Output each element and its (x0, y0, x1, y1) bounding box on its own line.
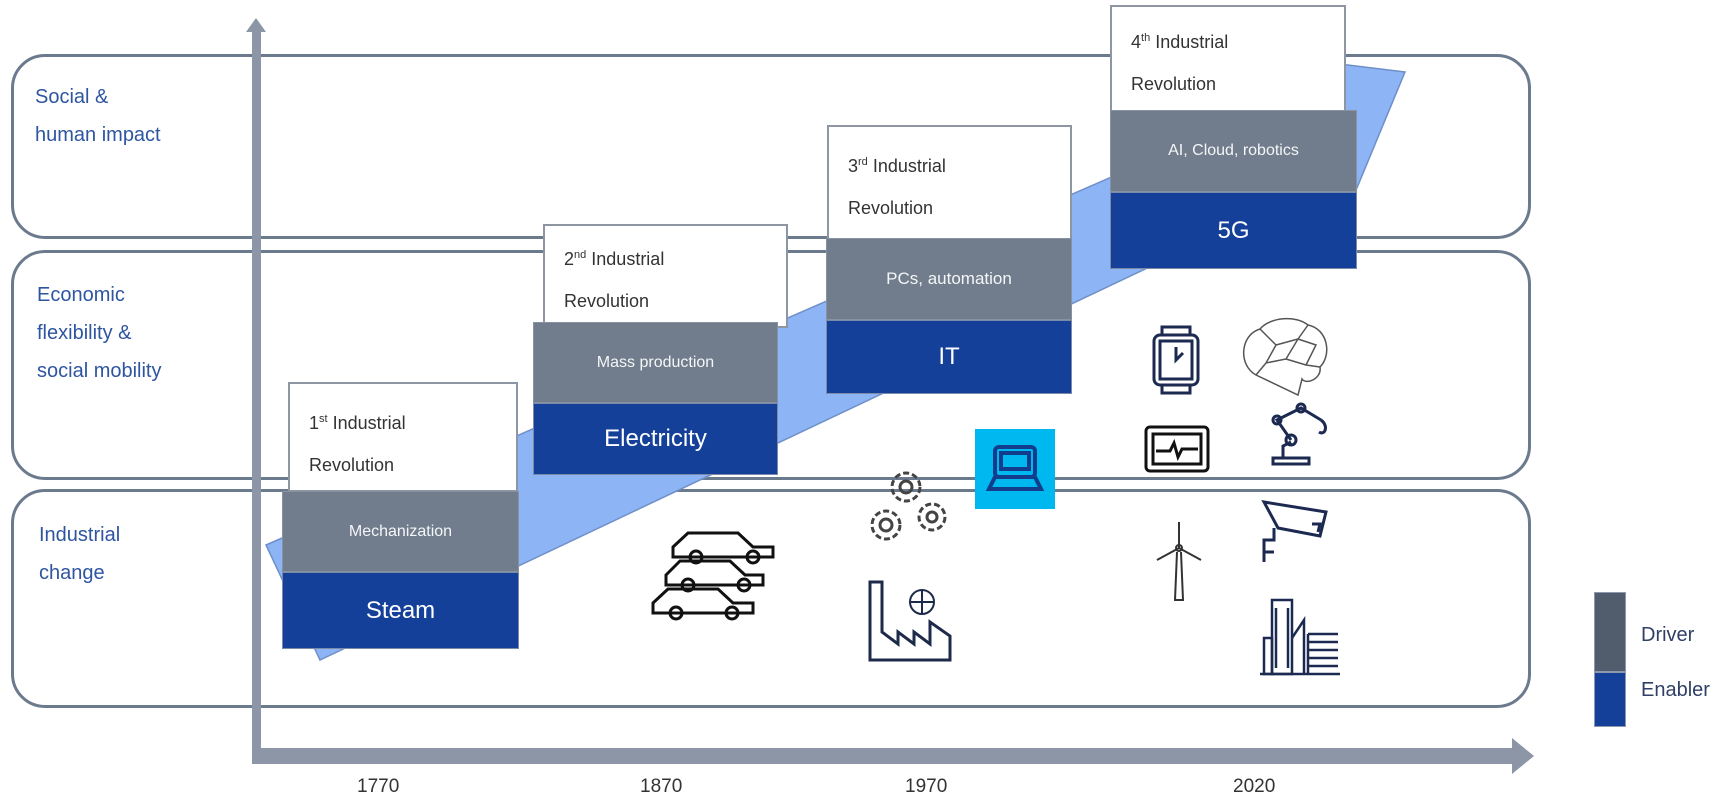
revolution-2-driver: Mass production (533, 322, 778, 403)
revolution-3-driver: PCs, automation (826, 238, 1072, 320)
revolution-3-enabler: IT (826, 320, 1072, 394)
revolution-4-title2: Revolution (1131, 74, 1217, 94)
brain-network-icon (1242, 317, 1328, 397)
band-label-social: Social & human impact (35, 78, 161, 154)
revolution-4-enabler: 5G (1110, 192, 1357, 269)
revolution-3-title-box: 3rd Industrial Revolution (827, 125, 1072, 243)
smartwatch-icon (1152, 325, 1200, 395)
revolution-3-title: 3rd Industrial (848, 156, 946, 176)
cars-icon (651, 531, 775, 621)
revolution-4-title-box: 4th Industrial Revolution (1110, 5, 1346, 115)
revolution-1-title-box: 1st Industrial Revolution (288, 382, 518, 492)
robot-arm-icon (1271, 402, 1327, 466)
band-label-line: social mobility (37, 360, 162, 382)
revolution-2-title2: Revolution (564, 291, 650, 311)
revolution-1-title2: Revolution (309, 455, 395, 475)
band-label-line: human impact (35, 124, 161, 146)
laptop-icon[interactable] (975, 429, 1055, 509)
year-label-1970: 1970 (905, 776, 948, 797)
revolution-4-title: 4th Industrial (1131, 32, 1229, 52)
gears-icon (870, 471, 947, 541)
revolution-1-enabler: Steam (282, 572, 519, 649)
wind-turbine-icon (1156, 522, 1202, 601)
band-label-line: Social & (35, 86, 109, 108)
legend-driver-swatch (1594, 592, 1626, 672)
band-label-line: flexibility & (37, 322, 132, 344)
year-label-1870: 1870 (640, 776, 683, 797)
band-label-economic: Economic flexibility & social mobility (37, 276, 161, 390)
year-label-1770: 1770 (357, 776, 400, 797)
factory-icon (868, 580, 952, 662)
revolution-1-driver: Mechanization (282, 491, 519, 572)
revolution-4-driver: AI, Cloud, robotics (1110, 110, 1357, 192)
year-label-2020: 2020 (1233, 776, 1276, 797)
band-industrial (11, 489, 1531, 708)
y-axis-line (252, 30, 261, 764)
revolution-2-enabler: Electricity (533, 403, 778, 475)
security-camera-icon (1261, 500, 1328, 562)
band-label-industrial: Industrial change (39, 516, 120, 592)
legend-driver-label: Driver (1641, 624, 1695, 646)
city-buildings-icon (1260, 598, 1340, 676)
y-axis-arrowhead (246, 18, 266, 32)
x-axis-line (255, 748, 1513, 764)
legend-enabler-label: Enabler (1641, 679, 1710, 701)
laptop-glyph (985, 445, 1045, 491)
revolution-2-title: 2nd Industrial (564, 249, 665, 269)
x-axis-arrowhead (1512, 738, 1534, 774)
band-label-line: Industrial (39, 524, 121, 546)
band-label-line: change (39, 562, 105, 584)
band-label-line: Economic (37, 284, 125, 306)
revolution-3-title2: Revolution (848, 198, 934, 218)
legend-enabler-swatch (1594, 672, 1626, 727)
revolution-2-title-box: 2nd Industrial Revolution (543, 224, 788, 328)
revolution-1-title: 1st Industrial (309, 413, 406, 433)
heart-monitor-icon (1144, 425, 1210, 473)
